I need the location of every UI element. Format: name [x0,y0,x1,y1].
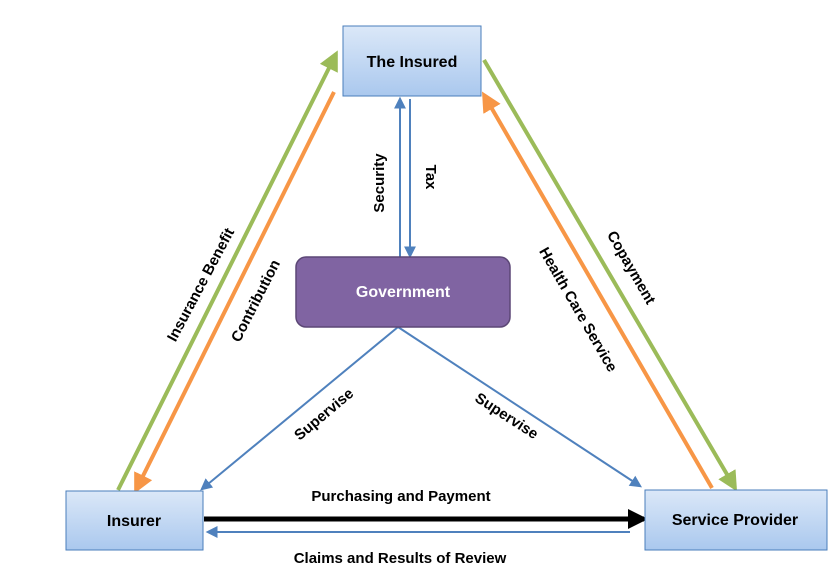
label-tax: Tax [422,165,439,190]
label-purchasing-payment: Purchasing and Payment [311,488,490,505]
node-government: Government [295,256,511,328]
node-service-provider: Service Provider [644,489,828,551]
label-claims-review: Claims and Results of Review [294,550,507,567]
label-copayment: Copayment [603,228,659,307]
node-the-insured: The Insured [342,25,482,97]
supervise-provider-arrow [397,326,643,488]
copayment-arrow [482,58,738,492]
label-security: Security [371,153,388,213]
health-care-service-arrow [481,91,714,490]
supervise-insurer-arrow [200,326,399,491]
node-service-provider-label: Service Provider [672,512,798,529]
label-contribution: Contribution [228,257,284,345]
node-insurer-label: Insurer [107,513,161,530]
node-the-insured-label: The Insured [367,54,458,71]
label-supervise-insurer: Supervise [291,385,357,444]
node-insurer: Insurer [65,490,204,551]
insurance-benefit-arrow [116,50,338,491]
contribution-arrow [134,91,336,494]
node-government-label: Government [356,284,451,301]
